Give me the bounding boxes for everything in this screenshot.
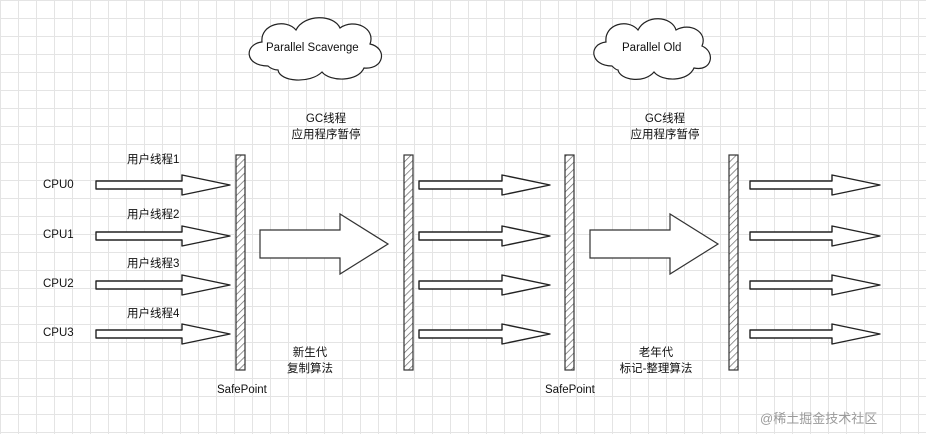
thread-arrow-stage2-cpu1 (418, 225, 551, 247)
safepoint-bar-4 (728, 154, 739, 371)
thread-arrows (95, 174, 881, 345)
safepoint-bar-2 (403, 154, 414, 371)
thread-label-2: 用户线程2 (127, 209, 180, 221)
algorithm-right-line1: 老年代 (638, 347, 674, 359)
safepoint-label-right: SafePoint (545, 384, 595, 396)
algorithm-left-line1: 新生代 (292, 347, 328, 359)
watermark: @稀土掘金技术社区 (760, 411, 878, 426)
algorithm-left-line2: 复制算法 (287, 363, 333, 375)
thread-arrow-stage3-cpu1 (749, 225, 881, 247)
safepoint-label-left: SafePoint (217, 384, 267, 396)
thread-arrow-stage2-cpu0 (418, 174, 551, 196)
safepoint-bar-3 (564, 154, 575, 371)
algorithm-right-line2: 标记-整理算法 (619, 363, 693, 375)
cloud-label-parallel-scavenge: Parallel Scavenge (266, 42, 359, 54)
thread-label-4: 用户线程4 (127, 308, 180, 320)
thread-arrow-stage3-cpu2 (749, 274, 881, 296)
big-arrow-2 (589, 212, 720, 276)
cloud-label-parallel-old: Parallel Old (622, 42, 682, 54)
gc-label-right-line2: 应用程序暂停 (630, 129, 700, 141)
big-arrow-1 (259, 212, 390, 276)
thread-arrow-stage3-cpu0 (749, 174, 881, 196)
thread-arrow-stage1-cpu3 (95, 323, 231, 345)
thread-arrow-stage2-cpu2 (418, 274, 551, 296)
thread-arrow-stage1-cpu2 (95, 274, 231, 296)
thread-label-3: 用户线程3 (127, 258, 180, 270)
algorithm-label-left: 新生代 复制算法 (270, 345, 350, 377)
thread-arrow-stage1-cpu0 (95, 174, 231, 196)
cpu-label-2: CPU2 (43, 278, 74, 290)
thread-label-1: 用户线程1 (127, 154, 180, 166)
thread-arrow-stage1-cpu1 (95, 225, 231, 247)
cpu-label-1: CPU1 (43, 229, 74, 241)
cpu-label-0: CPU0 (43, 179, 74, 191)
cpu-label-3: CPU3 (43, 327, 74, 339)
gc-label-right-line1: GC线程 (644, 113, 686, 125)
cloud-parallel-scavenge (248, 17, 382, 81)
thread-arrow-stage3-cpu3 (749, 323, 881, 345)
safepoint-bar-1 (235, 154, 246, 371)
algorithm-label-right: 老年代 标记-整理算法 (606, 345, 706, 377)
thread-arrow-stage2-cpu3 (418, 323, 551, 345)
gc-label-left: GC线程 应用程序暂停 (282, 111, 370, 143)
gc-label-left-line2: 应用程序暂停 (291, 129, 361, 141)
gc-label-left-line1: GC线程 (305, 113, 347, 125)
gc-label-right: GC线程 应用程序暂停 (621, 111, 709, 143)
cloud-parallel-old (593, 18, 711, 80)
